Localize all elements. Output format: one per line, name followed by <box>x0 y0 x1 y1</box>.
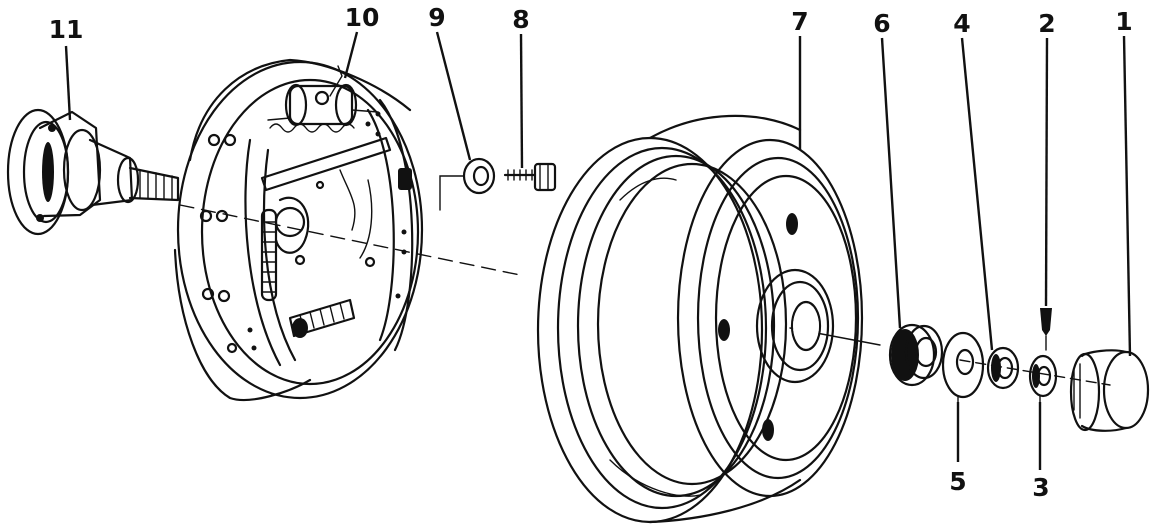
label-8: 8 <box>512 5 529 34</box>
part-1-dust-cap <box>1069 349 1150 432</box>
part-6-bearing <box>888 323 944 387</box>
part-3-lock-nut <box>1028 354 1058 403</box>
lower-return-spring <box>288 298 356 338</box>
label-11: 11 <box>49 15 84 44</box>
part-7-brake-drum <box>536 114 864 524</box>
part-10-backing-plate-assembly <box>173 58 424 402</box>
label-10: 10 <box>345 3 380 32</box>
backing-plate-holes <box>199 133 238 354</box>
label-6: 6 <box>873 9 890 38</box>
part-4-nut <box>986 346 1020 390</box>
part-5-thrust-washer <box>941 331 985 406</box>
label-4: 4 <box>953 9 970 38</box>
part-8-bolt <box>503 162 557 192</box>
label-1: 1 <box>1115 7 1132 36</box>
drum-lug-holes <box>718 213 798 441</box>
leader-lines <box>64 31 1132 470</box>
part-11-axle-hub <box>6 108 180 236</box>
wheel-cylinder <box>267 83 379 127</box>
part-2-cotter-pin <box>1040 308 1052 351</box>
label-3: 3 <box>1032 473 1049 502</box>
shoe-rivets <box>247 111 407 351</box>
part-9-washer <box>439 157 496 211</box>
label-9: 9 <box>428 3 445 32</box>
label-5: 5 <box>949 467 966 496</box>
assembly-axis <box>179 204 1111 386</box>
label-2: 2 <box>1038 9 1055 38</box>
label-7: 7 <box>791 7 808 36</box>
part-number-labels: 11 10 9 8 7 6 4 2 1 5 3 <box>49 3 1133 502</box>
